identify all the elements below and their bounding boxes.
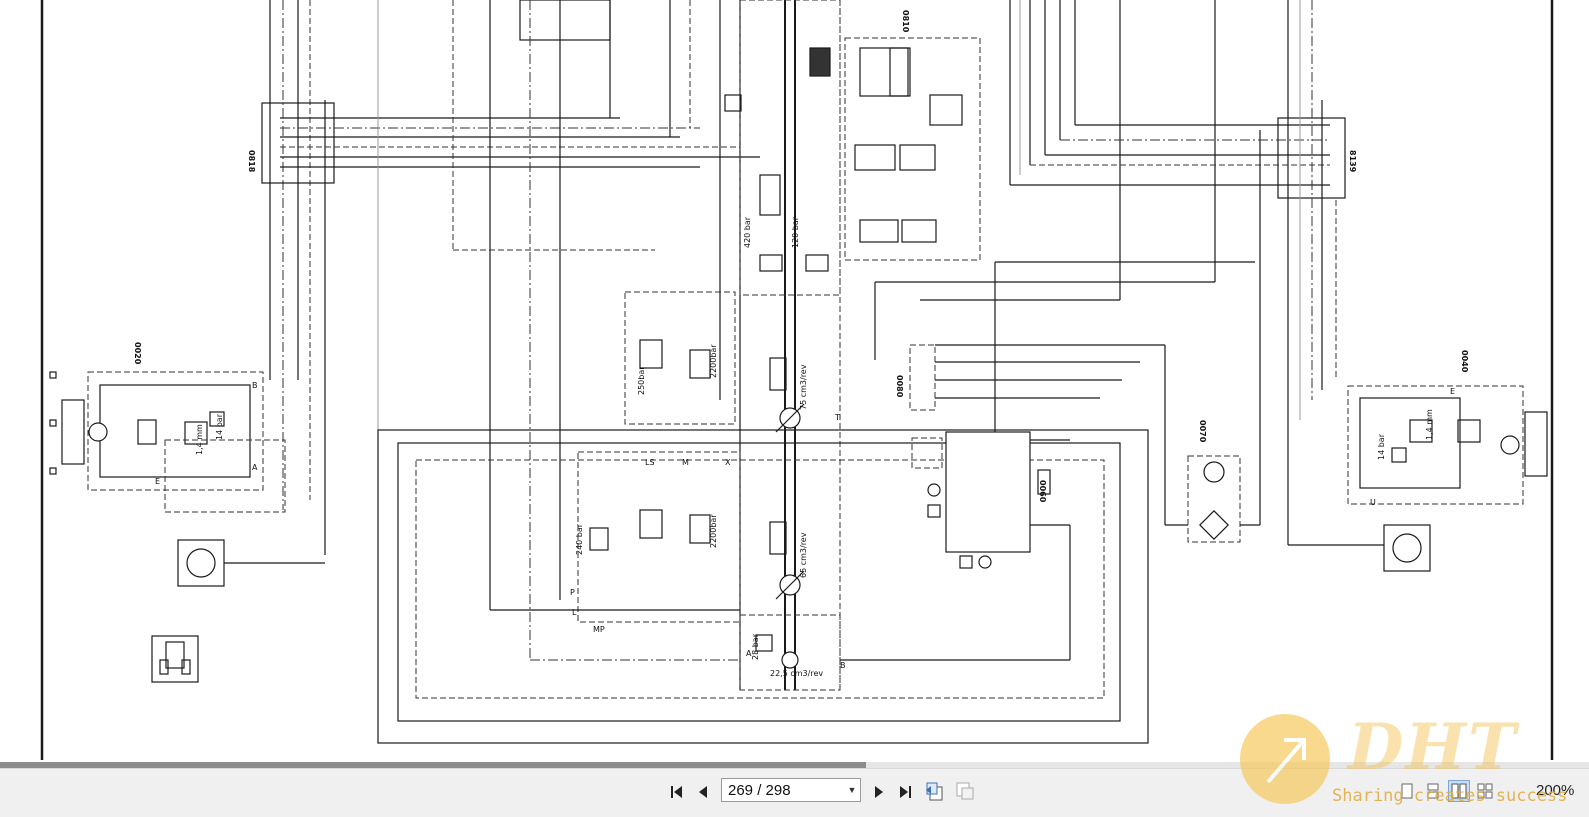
last-page-button[interactable] [892, 779, 918, 805]
cover-facing-icon [1477, 783, 1493, 799]
port-m: M [682, 458, 689, 467]
label-2200bar-bottom: 2200bar [709, 514, 718, 548]
port-x: X [725, 458, 731, 467]
port-t: T [834, 413, 840, 422]
tag-0060: 0060 [1038, 480, 1047, 503]
zoom-level[interactable]: 200% [1536, 782, 1575, 799]
tag-8139: 8139 [1348, 150, 1357, 173]
label-250bar: 250bar [637, 366, 646, 395]
label-pump-75: 75 cm3/rev [799, 364, 808, 410]
tag-0020: 0020 [133, 342, 142, 365]
port-b-left: B [252, 381, 258, 390]
continuous-icon [1427, 783, 1439, 799]
tag-0070: 0070 [1198, 420, 1207, 443]
label-pump-65: 65 cm3/rev [799, 532, 808, 578]
chevron-down-icon[interactable]: ▼ [847, 785, 857, 795]
cover-facing-button[interactable] [1474, 780, 1496, 802]
port-mp: MP [593, 625, 605, 634]
next-page-icon [875, 786, 883, 798]
view-mode-group [1396, 780, 1496, 802]
tag-0810: 0810 [901, 10, 910, 33]
tag-0818: 0818 [247, 150, 256, 173]
viewer-toolbar: 269 / 298 ▼ 200% [0, 768, 1589, 817]
single-page-icon [1401, 783, 1413, 799]
label-orifice-left: 1,4 mm [195, 424, 204, 455]
horizontal-scrollbar[interactable] [0, 762, 1589, 768]
continuous-button[interactable] [1422, 780, 1444, 802]
next-view-icon [956, 782, 974, 800]
port-ls: LS [645, 458, 655, 467]
page-number-text[interactable]: 269 / 298 [728, 781, 791, 799]
port-l: L [572, 608, 577, 617]
prev-page-icon [699, 786, 707, 798]
previous-view-button[interactable] [924, 780, 946, 802]
page-number-field[interactable]: 269 / 298 ▼ [721, 778, 861, 802]
label-240bar: 240 bar [575, 523, 584, 555]
label-420bar: 420 bar [743, 216, 752, 248]
tag-0040: 0040 [1460, 350, 1469, 373]
first-page-button[interactable] [664, 779, 690, 805]
label-28bar: 28 bar [751, 633, 760, 660]
port-e-right: E [1450, 387, 1455, 396]
last-page-icon [900, 786, 911, 798]
facing-pages-icon [1451, 783, 1467, 799]
port-u-right: U [1370, 498, 1376, 507]
prev-page-button[interactable] [690, 779, 716, 805]
port-a-left: A [252, 463, 258, 472]
label-2200bar-top: 2200bar [709, 344, 718, 378]
label-pressure-left: 14 bar [215, 413, 224, 440]
hydraulic-schematic: 0818 0810 [40, 0, 1554, 760]
scrollbar-thumb[interactable] [0, 762, 866, 768]
label-120bar: 120 bar [791, 216, 800, 248]
tag-0080: 0080 [895, 375, 904, 398]
label-orifice-right: 1,4 mm [1425, 409, 1434, 440]
facing-pages-button[interactable] [1448, 780, 1470, 802]
next-view-button[interactable] [954, 780, 976, 802]
document-page: 0818 0810 [40, 0, 1554, 760]
next-page-button[interactable] [866, 779, 892, 805]
label-pump-22: 22,5 cm3/rev [770, 669, 823, 678]
port-p: P [570, 588, 575, 597]
previous-view-icon [926, 782, 943, 801]
single-page-button[interactable] [1396, 780, 1418, 802]
port-a: A [746, 649, 752, 658]
port-e-left: E [155, 477, 160, 486]
first-page-icon [671, 786, 682, 798]
label-pressure-right: 14 bar [1377, 433, 1386, 460]
port-b: B [840, 661, 846, 670]
